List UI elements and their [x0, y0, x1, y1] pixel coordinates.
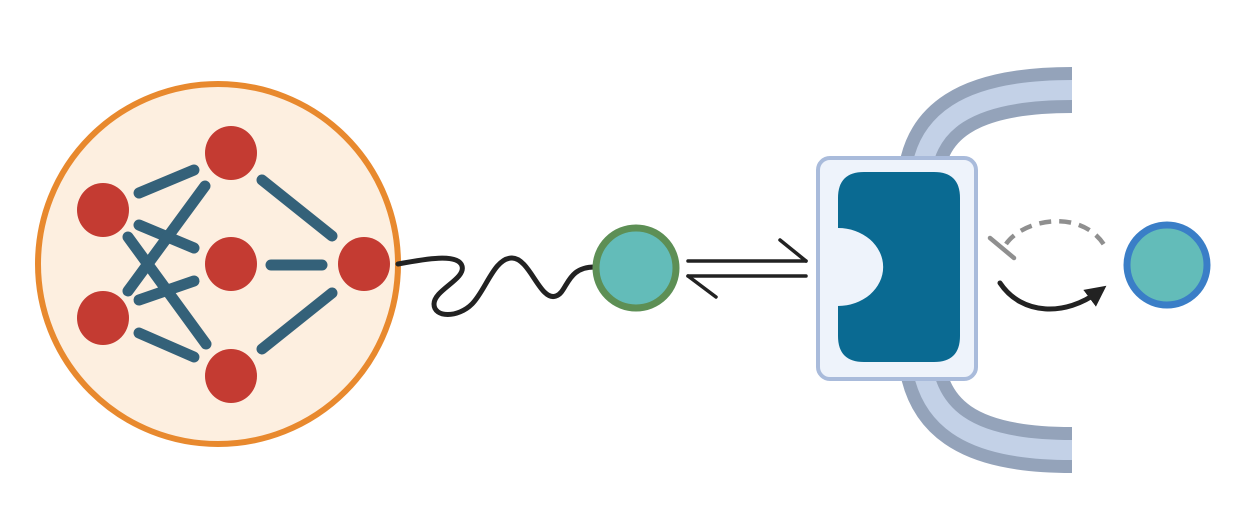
forward-arrow-barb	[778, 238, 808, 263]
network-nodes	[77, 126, 390, 403]
network-edge	[256, 174, 338, 242]
network-node	[205, 349, 257, 403]
wavy-linker-icon	[395, 255, 599, 317]
curved-arrow-icon	[997, 280, 1107, 312]
network-node	[205, 237, 257, 291]
inhibition-dashed-arc	[1004, 219, 1108, 250]
network-edge	[122, 180, 211, 297]
network-edge	[133, 164, 200, 199]
reverse-arrow-barb	[686, 274, 718, 299]
released-molecule-icon	[1123, 221, 1211, 309]
inhibition-bar	[987, 235, 1017, 261]
network-edges	[122, 164, 338, 363]
receptor-core	[838, 172, 960, 362]
network-node	[338, 237, 390, 291]
ligand-bead-icon	[592, 224, 680, 312]
blocked-path-icon	[987, 219, 1108, 261]
network-node	[205, 126, 257, 180]
network-node	[77, 291, 129, 345]
equilibrium-arrows-icon	[686, 238, 808, 299]
network-edge	[133, 327, 200, 363]
network-node	[77, 183, 129, 237]
network-edge	[256, 287, 338, 355]
network-edge	[133, 275, 200, 306]
receptor-binding-pocket-icon	[816, 156, 978, 381]
neural-network-icon	[35, 81, 401, 447]
